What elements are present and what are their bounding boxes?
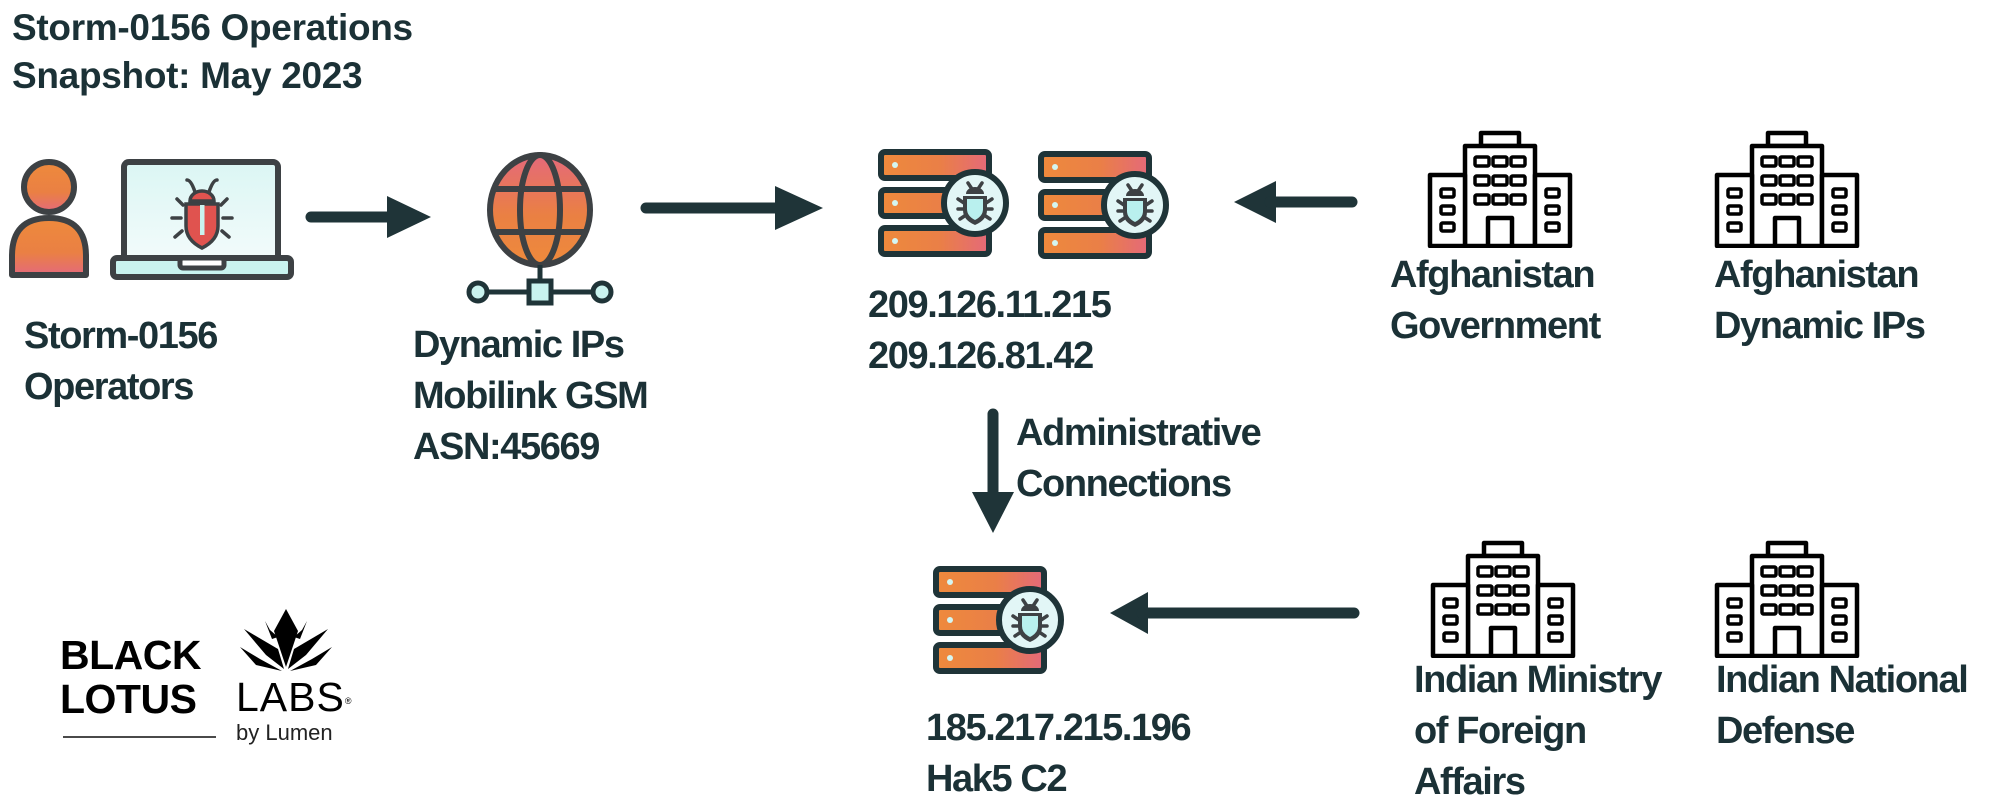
edge-label-administrative-connections: Administrative Connections	[1016, 408, 1262, 510]
logo-labs-text: LABS	[236, 674, 345, 720]
user-icon	[9, 159, 89, 278]
dynamic-ips-label: Dynamic IPs Mobilink GSM ASN:45669	[413, 320, 649, 473]
hak5-c2-label: 185.217.215.196 Hak5 C2	[926, 703, 1192, 805]
operators-label-line-1: Storm-0156	[24, 315, 218, 357]
building-icon	[1427, 130, 1573, 248]
dynamic-ips-label-line-3: ASN:45669	[413, 426, 600, 468]
infected-server-icon	[1038, 151, 1170, 259]
server-ip-2: 209.126.81.42	[868, 335, 1094, 377]
title-line-2: Snapshot: May 2023	[12, 55, 363, 96]
arrow-operators-to-dynamic-ips	[305, 196, 431, 238]
logo-divider	[63, 736, 216, 738]
operators-label-line-2: Operators	[24, 366, 194, 408]
black-lotus-labs-logo: BLACK LOTUS LABS® by Lumen	[60, 605, 370, 755]
logo-byline: by Lumen	[236, 720, 333, 745]
afghanistan-government-label-line-1: Afghanistan	[1390, 254, 1596, 296]
operators-label: Storm-0156 Operators	[24, 311, 218, 413]
building-icon	[1714, 540, 1860, 658]
edge-label-line-1: Administrative	[1016, 412, 1262, 454]
arrow-dynamic-ips-to-servers	[640, 186, 823, 230]
dynamic-ips-label-line-1: Dynamic IPs	[413, 324, 625, 366]
arrow-indian-to-hak5	[1110, 592, 1360, 634]
infected-server-icon	[933, 566, 1065, 674]
registered-mark: ®	[344, 696, 353, 706]
logo-black: BLACK	[60, 632, 201, 678]
indian-mofa-label: Indian Ministry of Foreign Affairs	[1414, 655, 1663, 808]
indian-mofa-label-line-3: Affairs	[1414, 761, 1526, 803]
infected-server-icon	[878, 149, 1010, 257]
afghanistan-dynamic-ips-label-line-1: Afghanistan	[1714, 254, 1920, 296]
diagram-title: Storm-0156 Operations Snapshot: May 2023	[12, 4, 413, 100]
laptop-bug-icon	[110, 159, 294, 280]
logo-lotus: LOTUS	[60, 676, 197, 722]
lotus-flower-icon	[240, 609, 332, 671]
logo-labs: LABS®	[236, 675, 352, 719]
hak5-ip: 185.217.215.196	[926, 707, 1192, 749]
hak5-name: Hak5 C2	[926, 758, 1068, 800]
indian-defense-label: Indian National Defense	[1716, 655, 1969, 757]
server-ip-1: 209.126.11.215	[868, 284, 1112, 326]
indian-defense-label-line-2: Defense	[1716, 710, 1855, 752]
arrow-servers-to-hak5	[972, 408, 1014, 533]
afghanistan-dynamic-ips-label: Afghanistan Dynamic IPs	[1714, 250, 1926, 352]
arrow-afghanistan-to-servers	[1234, 181, 1358, 223]
indian-mofa-label-line-1: Indian Ministry	[1414, 659, 1663, 701]
dynamic-ips-label-line-2: Mobilink GSM	[413, 375, 649, 417]
afghanistan-government-label-line-2: Government	[1390, 305, 1601, 347]
title-line-1: Storm-0156 Operations	[12, 7, 413, 48]
building-icon	[1430, 540, 1576, 658]
afghanistan-dynamic-ips-label-line-2: Dynamic IPs	[1714, 305, 1926, 347]
afghanistan-government-label: Afghanistan Government	[1390, 250, 1601, 352]
logo-wordmark: BLACK LOTUS	[60, 633, 201, 721]
staging-servers-label: 209.126.11.215 209.126.81.42	[868, 280, 1112, 382]
building-icon	[1714, 130, 1860, 248]
indian-mofa-label-line-2: of Foreign	[1414, 710, 1587, 752]
indian-defense-label-line-1: Indian National	[1716, 659, 1969, 701]
edge-label-line-2: Connections	[1016, 463, 1232, 505]
globe-network-icon	[466, 152, 614, 306]
